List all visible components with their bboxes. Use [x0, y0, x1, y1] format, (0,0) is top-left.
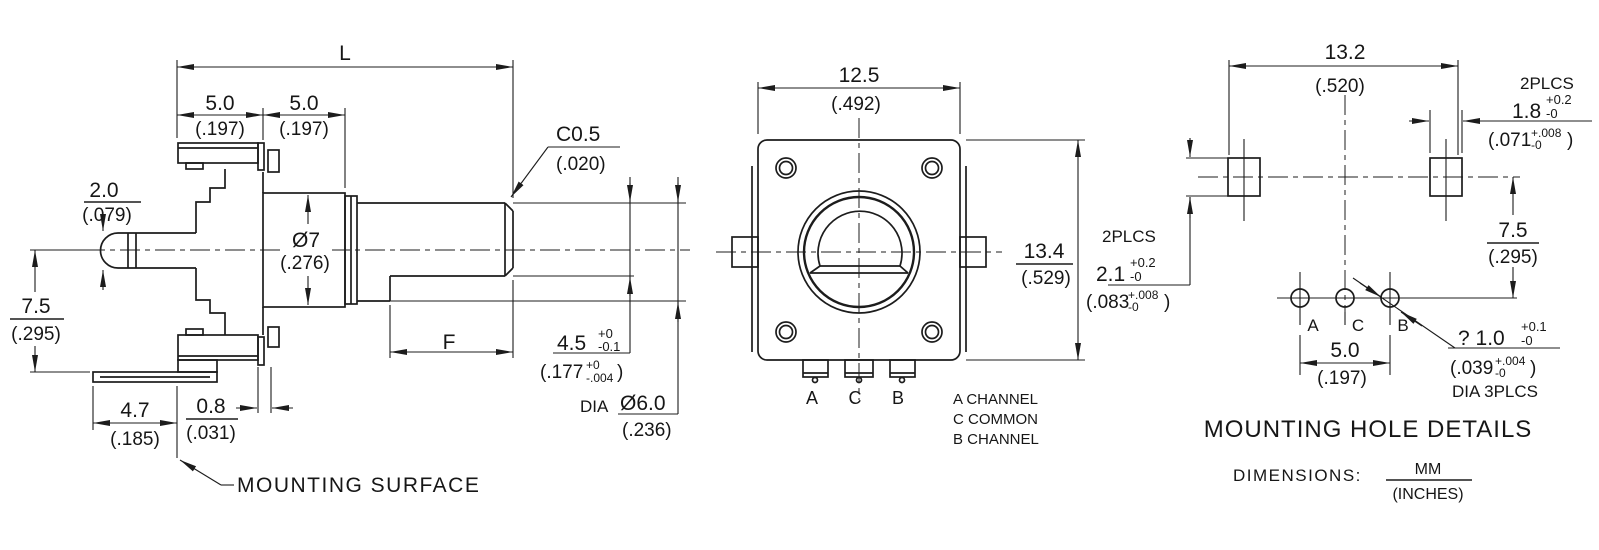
dim-height-mm: 7.5 [21, 295, 50, 318]
dim-shaft-dia-in: (.236) [622, 420, 672, 441]
dimensions-label: DIMENSIONS: [1233, 466, 1362, 485]
dim-spacing-mm: 13.2 [1325, 41, 1366, 64]
hole-dia-tol-plus: +0.1 [1521, 319, 1547, 334]
dim-actuator-in: (.079) [82, 205, 132, 226]
dim-flat-in-close: ) [617, 362, 623, 383]
dim-flat-tol-plus: +0 [598, 326, 613, 341]
hole-c-label: C [1352, 316, 1364, 335]
terminal-c-label: C [849, 388, 862, 408]
slot-height-tol-plus: +0.2 [1130, 255, 1156, 270]
terminal-a-label: A [806, 388, 818, 408]
dim-shaft-dia-prefix: DIA [580, 397, 609, 416]
front-view-dimension-lines [757, 82, 1085, 361]
mounting-view-dimension-lines [1108, 60, 1592, 375]
front-view-labels: 12.5 (.492) 13.4 (.529) A C B A CHANNEL … [806, 64, 1073, 448]
dim-height-in: (.295) [11, 324, 61, 345]
side-view-labels: L 5.0 (.197) 5.0 (.197) 2.0 (.079) Ø7 (.… [6, 42, 672, 497]
dim-flat-in-tol-plus: +0 [586, 358, 600, 372]
slot-width-qty: 2PLCS [1520, 74, 1574, 93]
dim-spacing-in: (.520) [1315, 76, 1365, 97]
slot-width-tol-plus: +0.2 [1546, 92, 1572, 107]
dim-body-depth-mm: 5.0 [205, 92, 234, 115]
dim-height-in: (.529) [1021, 268, 1071, 289]
hole-dia-in-tol-plus: +.004 [1495, 354, 1526, 368]
dim-bushing-len-mm: 5.0 [289, 92, 318, 115]
dim-height-mm: 13.4 [1024, 240, 1065, 263]
dim-body-depth-in: (.197) [195, 119, 245, 140]
slot-height-in-tol-minus: -0 [1128, 300, 1139, 314]
hole-a-label: A [1307, 316, 1319, 335]
dim-width-in: (.492) [831, 94, 881, 115]
dim-overall-length: L [339, 42, 351, 65]
slot-height-tol-minus: -0 [1130, 269, 1142, 284]
dim-shaft-dia-mm: Ø6.0 [620, 392, 666, 415]
dim-flat-mm: 4.5 [557, 332, 586, 355]
dim-bushing-dia-mm: Ø7 [292, 229, 320, 252]
legend-b-channel: B CHANNEL [953, 431, 1039, 448]
dim-bushing-len-in: (.197) [279, 119, 329, 140]
dim-chamfer-in: (.020) [556, 154, 606, 175]
dim-flat-tol-minus: -0.1 [598, 339, 620, 354]
dim-row-offset-in: (.295) [1488, 247, 1538, 268]
dim-pitch-mm: 5.0 [1330, 339, 1359, 362]
dim-chamfer-mm: C0.5 [556, 123, 600, 146]
slot-width-tol-minus: -0 [1546, 106, 1558, 121]
hole-b-label: B [1397, 316, 1408, 335]
slot-height-in: (.083 [1086, 292, 1129, 313]
dim-flat-in: (.177 [540, 362, 583, 383]
mounting-view-title: MOUNTING HOLE DETAILS [1204, 416, 1533, 443]
slot-height-in-tol-plus: +.008 [1128, 288, 1159, 302]
dim-flat-in-tol-minus: -.004 [586, 371, 614, 385]
slot-width-in-tol-plus: +.008 [1531, 126, 1562, 140]
side-view-dimension-lines [30, 60, 686, 486]
mounting-view: 13.2 (.520) 2PLCS 1.8 +0.2 -0 (.071 +.00… [1086, 41, 1592, 503]
hole-dia-in-close: ) [1530, 358, 1536, 379]
unit-mm-label: MM [1415, 461, 1442, 478]
slot-width-in-tol-minus: -0 [1531, 138, 1542, 152]
mounting-view-labels: 13.2 (.520) 2PLCS 1.8 +0.2 -0 (.071 +.00… [1086, 41, 1574, 503]
terminal-b-label: B [892, 388, 904, 408]
dim-pcb-mm: 0.8 [196, 395, 225, 418]
front-view-part-outline [731, 139, 987, 384]
unit-inches-label: (INCHES) [1392, 486, 1463, 503]
legend-a-channel: A CHANNEL [953, 391, 1038, 408]
dim-pcb-in: (.031) [186, 423, 236, 444]
dim-actuator-mm: 2.0 [89, 179, 118, 202]
side-view-part-outline [92, 142, 514, 383]
dim-leg-in: (.185) [110, 429, 160, 450]
dim-row-offset-mm: 7.5 [1498, 219, 1527, 242]
hole-dia-mm: ? 1.0 [1458, 327, 1505, 350]
front-view: 12.5 (.492) 13.4 (.529) A C B A CHANNEL … [716, 64, 1085, 448]
hole-dia-note: DIA 3PLCS [1452, 382, 1538, 401]
front-bushing-ring [802, 195, 916, 309]
side-view: L 5.0 (.197) 5.0 (.197) 2.0 (.079) Ø7 (.… [6, 42, 690, 497]
hole-dia-in: (.039 [1450, 358, 1493, 379]
slot-width-mm: 1.8 [1512, 100, 1541, 123]
slot-width-in: (.071 [1488, 130, 1531, 151]
slot-height-in-close: ) [1164, 292, 1170, 313]
dim-flat-length-label: F [443, 331, 456, 354]
hole-dia-in-tol-minus: -0 [1495, 366, 1506, 380]
mounting-surface-label: MOUNTING SURFACE [237, 474, 480, 497]
slot-height-qty: 2PLCS [1102, 227, 1156, 246]
legend-c-common: C COMMON [953, 411, 1038, 428]
dim-pitch-in: (.197) [1317, 368, 1367, 389]
slot-width-in-close: ) [1567, 130, 1573, 151]
dim-leg-mm: 4.7 [120, 399, 149, 422]
hole-dia-tol-minus: -0 [1521, 333, 1533, 348]
slot-height-mm: 2.1 [1096, 263, 1125, 286]
dim-bushing-dia-in: (.276) [280, 253, 330, 274]
dim-width-mm: 12.5 [839, 64, 880, 87]
